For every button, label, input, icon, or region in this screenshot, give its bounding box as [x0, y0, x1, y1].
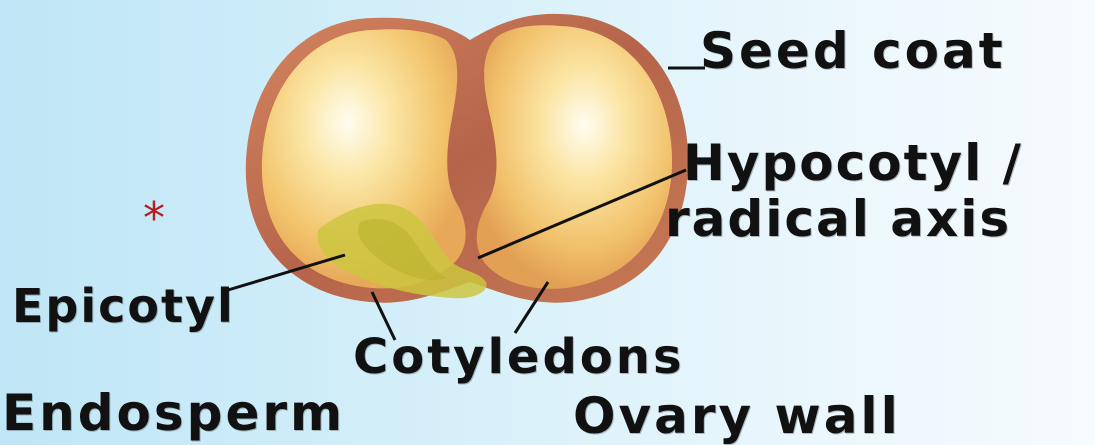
label-cotyledons: Cotyledons	[353, 333, 685, 381]
label-seed-coat: Seed coat	[700, 26, 1006, 76]
label-epicotyl: Epicotyl	[12, 283, 235, 329]
label-hypocotyl: Hypocotyl /	[683, 138, 1023, 188]
asterisk-marker: *	[143, 197, 165, 241]
label-endosperm: Endosperm	[2, 388, 345, 438]
label-ovary-wall: Ovary wall	[573, 391, 901, 441]
label-radical-axis: radical axis	[665, 194, 1011, 244]
